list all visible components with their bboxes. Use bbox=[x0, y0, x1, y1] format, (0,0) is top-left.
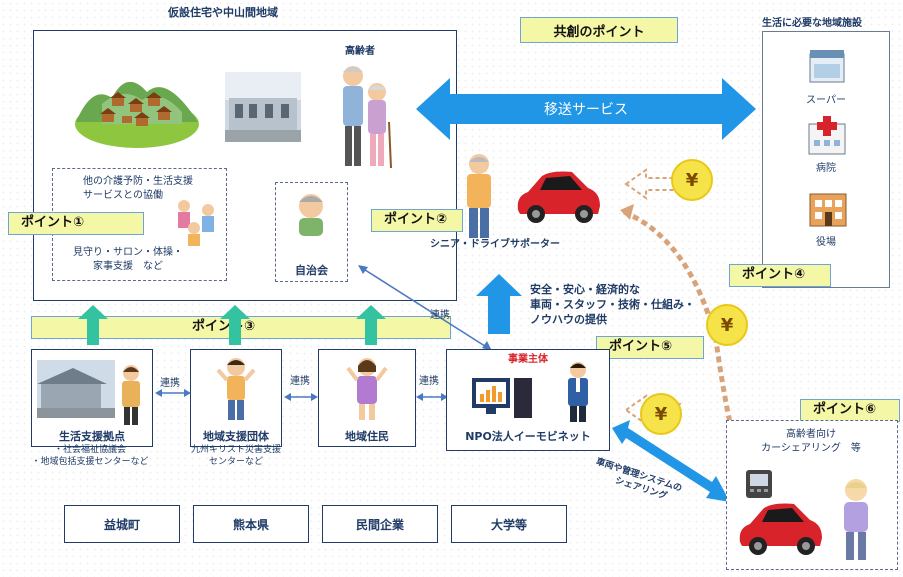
care-activity-illustration bbox=[178, 200, 214, 246]
supermarket-icon bbox=[809, 50, 845, 83]
provision-up-arrow bbox=[476, 274, 522, 334]
base-sub2: ・地域包括支援センターなど bbox=[31, 457, 149, 467]
org-mashiki: 益城町 bbox=[64, 505, 180, 543]
facility-hospital-label: 病院 bbox=[816, 163, 836, 174]
computer-system-icon bbox=[472, 378, 532, 418]
provision-line2: 車両・スタッフ・技術・仕組み・ bbox=[530, 298, 695, 311]
jichikai-member-illustration bbox=[299, 194, 323, 236]
point-6-label: ポイント⑥ bbox=[800, 399, 900, 422]
point-4-label: ポイント④ bbox=[729, 264, 831, 287]
jichikai-label: 自治会 bbox=[295, 264, 328, 277]
red-car-bottom bbox=[739, 503, 822, 555]
org-private: 民間企業 bbox=[322, 505, 438, 543]
group-volunteer-illustration bbox=[216, 358, 256, 420]
carshare-line1: 高齢者向け bbox=[786, 429, 836, 440]
transport-service-label: 移送サービス bbox=[544, 102, 628, 118]
point-2-label: ポイント② bbox=[371, 209, 463, 232]
facility-office-label: 役場 bbox=[816, 237, 836, 248]
link-label-1: 連携 bbox=[160, 378, 180, 389]
up-arrow-3 bbox=[356, 305, 386, 345]
town-office-icon bbox=[809, 193, 847, 227]
watch-text-line2: 家事支援 など bbox=[93, 261, 163, 272]
temporary-housing-photo bbox=[225, 72, 301, 142]
link-label-2: 連携 bbox=[290, 376, 310, 387]
main-entity-label: 事業主体 bbox=[508, 354, 548, 365]
group-label: 地域支援団体 bbox=[203, 430, 269, 443]
link-label-jichikai: 連携 bbox=[430, 310, 450, 321]
provision-line1: 安全・安心・経済的な bbox=[530, 283, 640, 296]
transport-service-arrow bbox=[416, 78, 756, 140]
npo-label: NPO法人イーモビネット bbox=[465, 430, 591, 443]
link-arrow-1 bbox=[155, 389, 191, 397]
senior-driver-label: シニア・ドライブサポーター bbox=[430, 239, 560, 250]
up-arrow-1 bbox=[78, 305, 108, 345]
senior-driver-illustration bbox=[467, 154, 491, 238]
npo-staff-illustration bbox=[568, 362, 588, 422]
provision-line3: ノウハウの提供 bbox=[530, 313, 607, 326]
facility-supermarket-label: スーパー bbox=[806, 95, 846, 106]
kyoso-point-header: 共創のポイント bbox=[520, 17, 678, 43]
base-staff-illustration bbox=[122, 365, 140, 425]
provision-text: 安全・安心・経済的な 車両・スタッフ・技術・仕組み・ ノウハウの提供 bbox=[530, 282, 695, 327]
link-label-3: 連携 bbox=[419, 376, 439, 387]
area-title: 仮設住宅や中山間地域 bbox=[168, 6, 278, 19]
jichikai-npo-link-arrow bbox=[358, 265, 492, 351]
point-5-label: ポイント⑤ bbox=[596, 336, 704, 359]
base-label: 生活支援拠点 bbox=[59, 430, 125, 443]
group-sub1: 九州キリスト災害支援 bbox=[190, 445, 281, 455]
red-car-top bbox=[517, 171, 600, 223]
org-kumamoto: 熊本県 bbox=[193, 505, 309, 543]
resident-illustration bbox=[346, 358, 388, 420]
org-university: 大学等 bbox=[451, 505, 567, 543]
link-arrow-2 bbox=[284, 393, 318, 401]
yen-coin-1: ¥ bbox=[671, 159, 713, 201]
coop-text-line2: サービスとの協働 bbox=[83, 190, 163, 201]
coop-text-line1: 他の介護予防・生活支援 bbox=[83, 176, 193, 187]
elderly-couple-illustration bbox=[343, 66, 392, 169]
point-1-label: ポイント① bbox=[8, 212, 144, 235]
facilities-title: 生活に必要な地域施設 bbox=[762, 18, 862, 29]
yen-coin-2: ¥ bbox=[706, 304, 748, 346]
village-illustration bbox=[75, 81, 199, 148]
yen-coin-3: ¥ bbox=[640, 393, 682, 435]
sharing-arrow bbox=[612, 420, 730, 502]
watch-text-line1: 見守り・サロン・体操・ bbox=[73, 247, 183, 258]
hospital-icon bbox=[808, 116, 846, 155]
base-facility-photo bbox=[37, 360, 115, 418]
elderly-label: 高齢者 bbox=[345, 46, 375, 57]
carshare-line2: カーシェアリング 等 bbox=[761, 443, 861, 454]
link-arrow-3 bbox=[416, 393, 448, 401]
group-sub2: センターなど bbox=[208, 457, 263, 467]
residents-label: 地域住民 bbox=[345, 430, 389, 443]
up-arrow-2 bbox=[220, 305, 250, 345]
management-device-icon bbox=[746, 470, 772, 498]
elderly-user-illustration bbox=[844, 479, 868, 560]
base-sub1: ・社会福祉協議会 bbox=[53, 445, 126, 455]
